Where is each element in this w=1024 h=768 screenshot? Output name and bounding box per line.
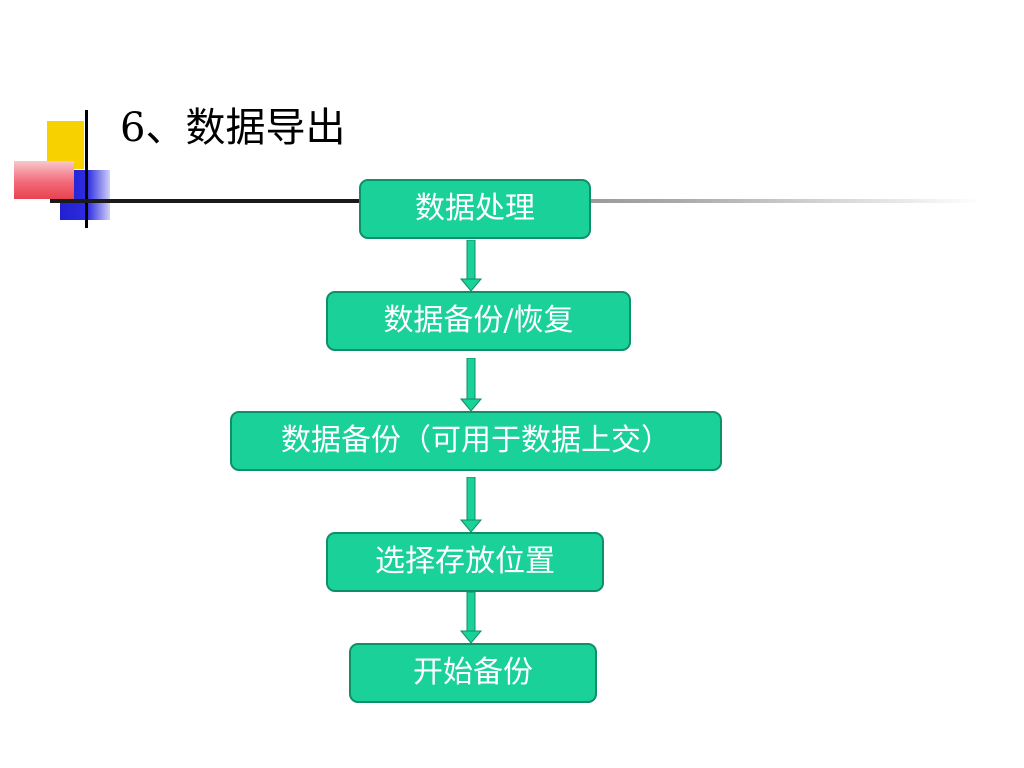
flow-arrow-2 bbox=[460, 358, 482, 411]
flow-step-backup-restore: 数据备份/恢复 bbox=[326, 291, 631, 351]
flow-arrow-4 bbox=[460, 592, 482, 643]
flow-arrow-3 bbox=[460, 477, 482, 532]
horizontal-rule-fade bbox=[380, 199, 980, 203]
vertical-rule bbox=[85, 110, 88, 228]
horizontal-rule bbox=[50, 199, 380, 203]
red-square-decoration bbox=[14, 161, 74, 199]
flow-step-data-backup-upload: 数据备份（可用于数据上交） bbox=[230, 411, 722, 471]
slide-title: 6、数据导出 bbox=[120, 105, 346, 151]
flow-arrow-1 bbox=[460, 240, 482, 291]
flow-step-data-processing: 数据处理 bbox=[359, 179, 591, 239]
flow-step-start-backup: 开始备份 bbox=[349, 643, 597, 703]
flow-step-select-location: 选择存放位置 bbox=[326, 532, 604, 592]
